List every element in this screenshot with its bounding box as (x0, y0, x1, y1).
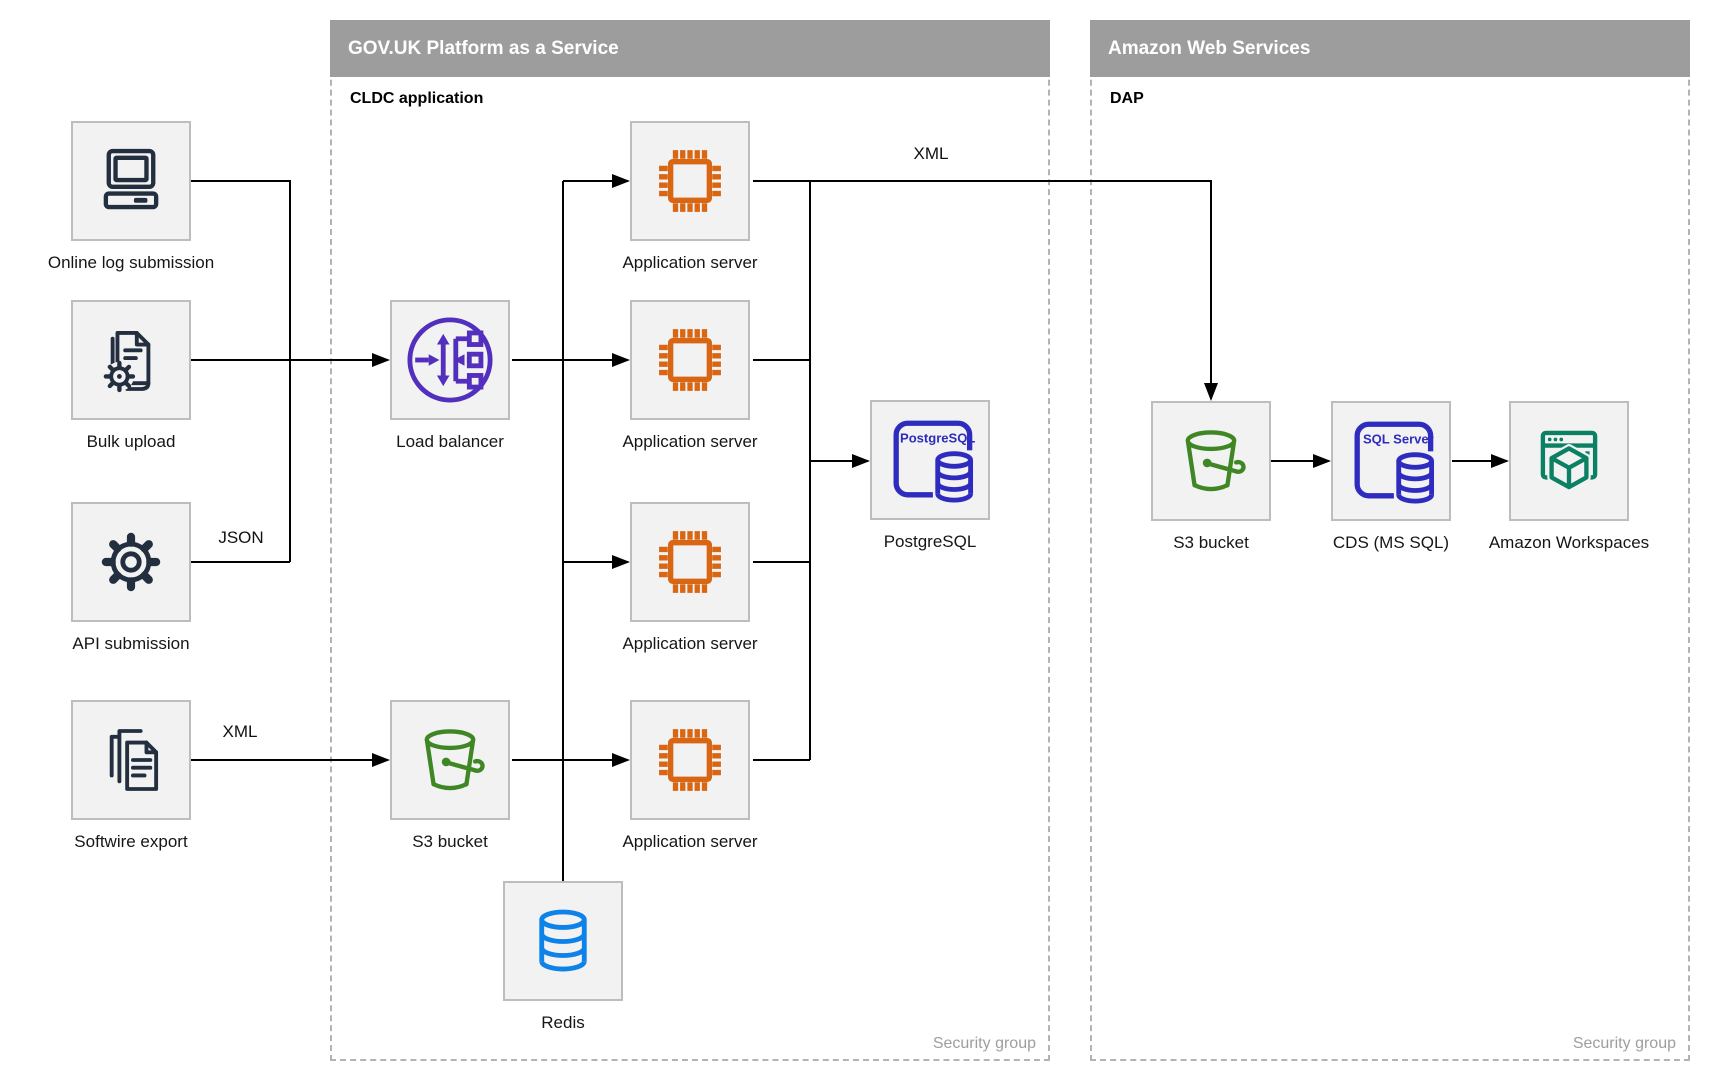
app-server-box (630, 300, 750, 420)
node-label: Softwire export (74, 832, 188, 851)
edge-label-json: JSON (218, 528, 264, 547)
node-s3-bucket-govuk: S3 bucket (390, 700, 510, 851)
postgresql-icon: PostgreSQL (893, 420, 977, 505)
node-label: Bulk upload (86, 432, 176, 451)
softwire-export-box (71, 700, 191, 820)
node-load-balancer: Load balancer (390, 300, 510, 451)
s3-govuk-box (390, 700, 510, 820)
node-label: S3 bucket (412, 832, 488, 851)
s3-bucket-icon (424, 729, 485, 791)
container-govuk-security-group: Security group (932, 1035, 1036, 1052)
s3-aws-box (1151, 401, 1271, 521)
workspaces-box (1509, 401, 1629, 521)
edge-label-xml-aws: XML (913, 144, 949, 163)
node-app-server-3: Application server (622, 502, 758, 653)
node-label: PostgreSQL (883, 532, 977, 551)
node-cds-ms-sql: SQL Server CDS (MS SQL) (1331, 401, 1451, 552)
node-label: Application server (622, 253, 758, 272)
redis-box (503, 881, 623, 1001)
bulk-upload-box (71, 300, 191, 420)
gear-icon (101, 532, 161, 592)
computer-icon (103, 148, 159, 210)
postgresql-icon-text: PostgreSQL (900, 431, 975, 446)
chip-icon (659, 329, 721, 391)
workspaces-icon (1540, 430, 1598, 492)
app-server-box (630, 502, 750, 622)
container-govuk-sublabel: CLDC application (350, 90, 484, 107)
node-amazon-workspaces: Amazon Workspaces (1489, 401, 1649, 552)
load-balancer-box (390, 300, 510, 420)
node-app-server-2: Application server (622, 300, 758, 451)
container-aws-security-group: Security group (1572, 1035, 1676, 1052)
node-label: Application server (622, 832, 758, 851)
cds-box: SQL Server (1331, 401, 1451, 521)
chip-icon (659, 729, 721, 791)
connector-online-log-and-api-merge (191, 180, 291, 563)
document-gear-icon (103, 331, 151, 393)
chip-icon (659, 531, 721, 593)
redis-database-icon (539, 909, 587, 972)
container-govuk-paas: GOV.UK Platform as a Service CLDC applic… (330, 20, 1050, 1061)
api-submission-box (71, 502, 191, 622)
sql-server-icon: SQL Server (1354, 421, 1438, 506)
node-softwire-export: Softwire export (71, 700, 191, 851)
documents-icon (109, 729, 159, 791)
connector-lb-trunk (512, 181, 564, 881)
connector-app-server-collector (753, 181, 811, 761)
node-online-log-submission: Online log submission (48, 121, 214, 272)
node-label: Redis (541, 1013, 585, 1032)
node-postgresql: PostgreSQL PostgreSQL (870, 400, 990, 551)
node-label: Application server (622, 634, 758, 653)
s3-bucket-icon (1185, 430, 1246, 492)
node-s3-bucket-aws: S3 bucket (1151, 401, 1271, 552)
container-aws: Amazon Web Services DAP Security group (1090, 20, 1690, 1061)
app-server-box (630, 121, 750, 241)
node-redis: Redis (503, 881, 623, 1032)
load-balancer-icon (407, 317, 493, 403)
node-app-server-4: Application server (622, 700, 758, 851)
node-label: API submission (72, 634, 190, 653)
node-app-server-1: Application server (622, 121, 758, 272)
online-log-box (71, 121, 191, 241)
node-label: Application server (622, 432, 758, 451)
postgresql-box: PostgreSQL (870, 400, 990, 520)
container-aws-sublabel: DAP (1110, 90, 1144, 107)
container-aws-header: Amazon Web Services (1090, 20, 1690, 77)
sql-server-icon-text: SQL Server (1363, 432, 1434, 447)
app-server-box (630, 700, 750, 820)
node-label: Amazon Workspaces (1488, 533, 1650, 552)
node-label: CDS (MS SQL) (1332, 533, 1450, 552)
node-label: S3 bucket (1173, 533, 1249, 552)
node-bulk-upload: Bulk upload (71, 300, 191, 451)
edge-label-xml-softwire: XML (222, 722, 258, 741)
node-label: Online log submission (47, 253, 215, 272)
chip-icon (659, 150, 721, 212)
arrow-app-server-to-aws-s3 (753, 180, 1218, 401)
container-govuk-header: GOV.UK Platform as a Service (330, 20, 1050, 77)
node-api-submission: API submission (71, 502, 191, 653)
node-label: Load balancer (396, 432, 504, 451)
